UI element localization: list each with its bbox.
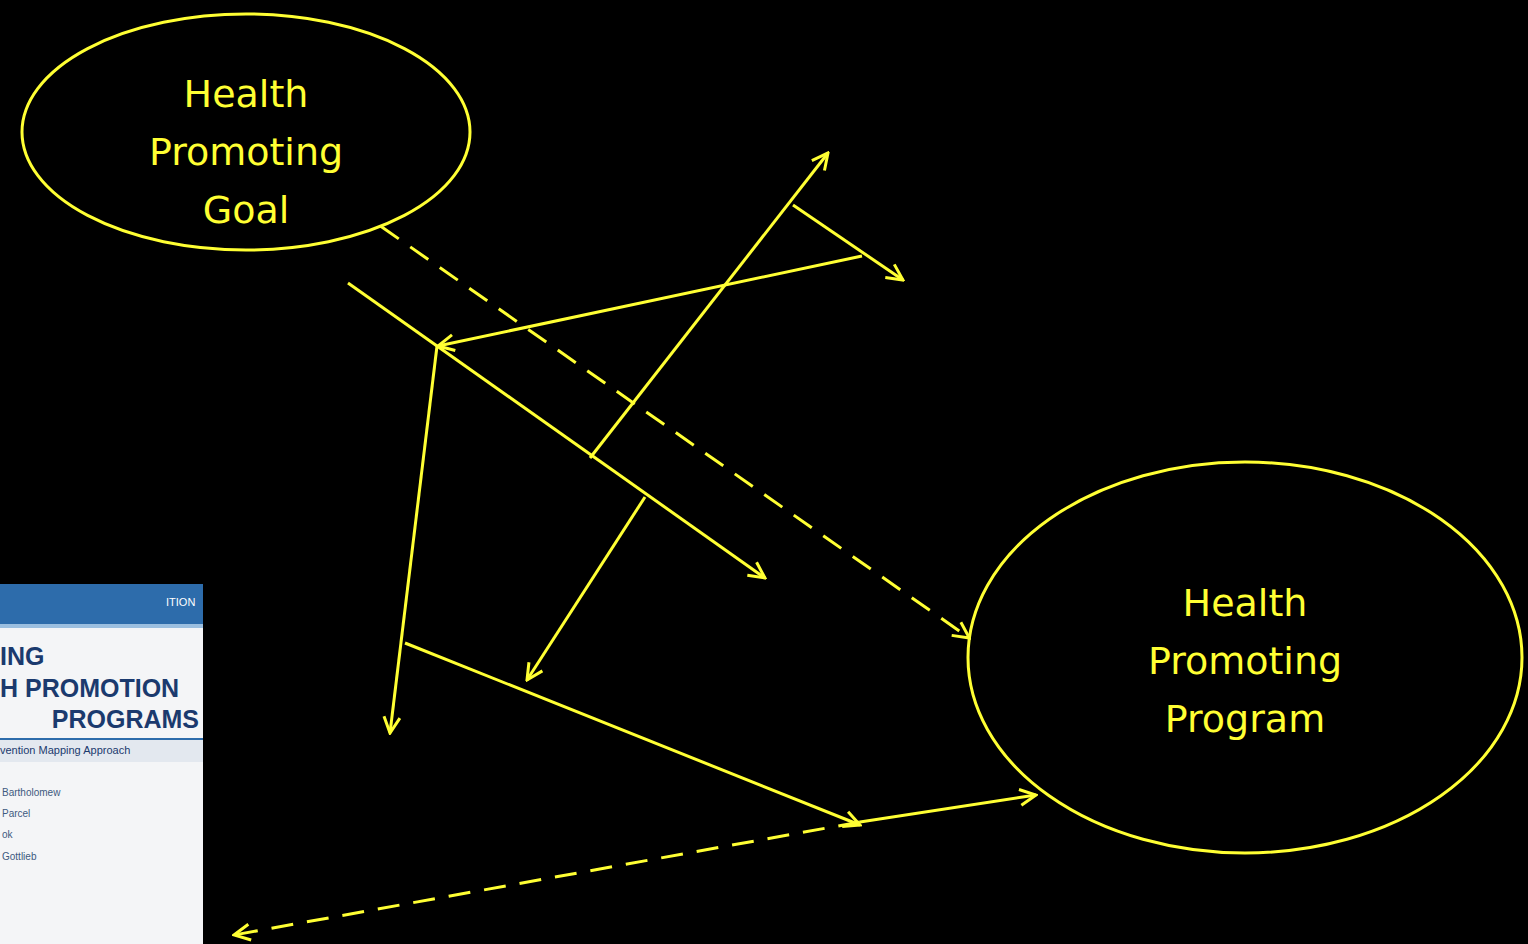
book-cover: ITION ING H PROMOTIONPROGRAMS vention Mappi… [0, 584, 203, 944]
tangle-arrow [860, 795, 1036, 822]
cover-text: ok [2, 829, 13, 840]
node-label: Health Promoting Program [1130, 574, 1360, 748]
cover-stripe [0, 624, 203, 628]
cover-text: Gottlieb [2, 851, 36, 862]
tangle-arrow [527, 497, 645, 680]
cover-text: vention Mapping Approach [0, 744, 130, 756]
cover-text: PROGRAMS [52, 705, 199, 734]
node-label: Health Promoting Goal [131, 65, 361, 239]
tangle-arrow [438, 256, 862, 346]
cover-text: Bartholomew [2, 787, 60, 798]
ellipse-node: Health Promoting Program [966, 460, 1524, 855]
dashed-arrow [234, 822, 860, 935]
cover-text: Parcel [2, 808, 30, 819]
cover-text: ING [0, 642, 44, 671]
tangle-arrow [405, 643, 860, 825]
ellipse-node: Health Promoting Goal [20, 12, 472, 252]
tangle-arrow [348, 283, 765, 578]
cover-text: ITION [166, 596, 195, 608]
dashed-connector [381, 226, 970, 638]
tangle-arrow [793, 205, 903, 280]
tangle-arrow [390, 346, 437, 733]
cover-text: H PROMOTION [0, 674, 179, 703]
